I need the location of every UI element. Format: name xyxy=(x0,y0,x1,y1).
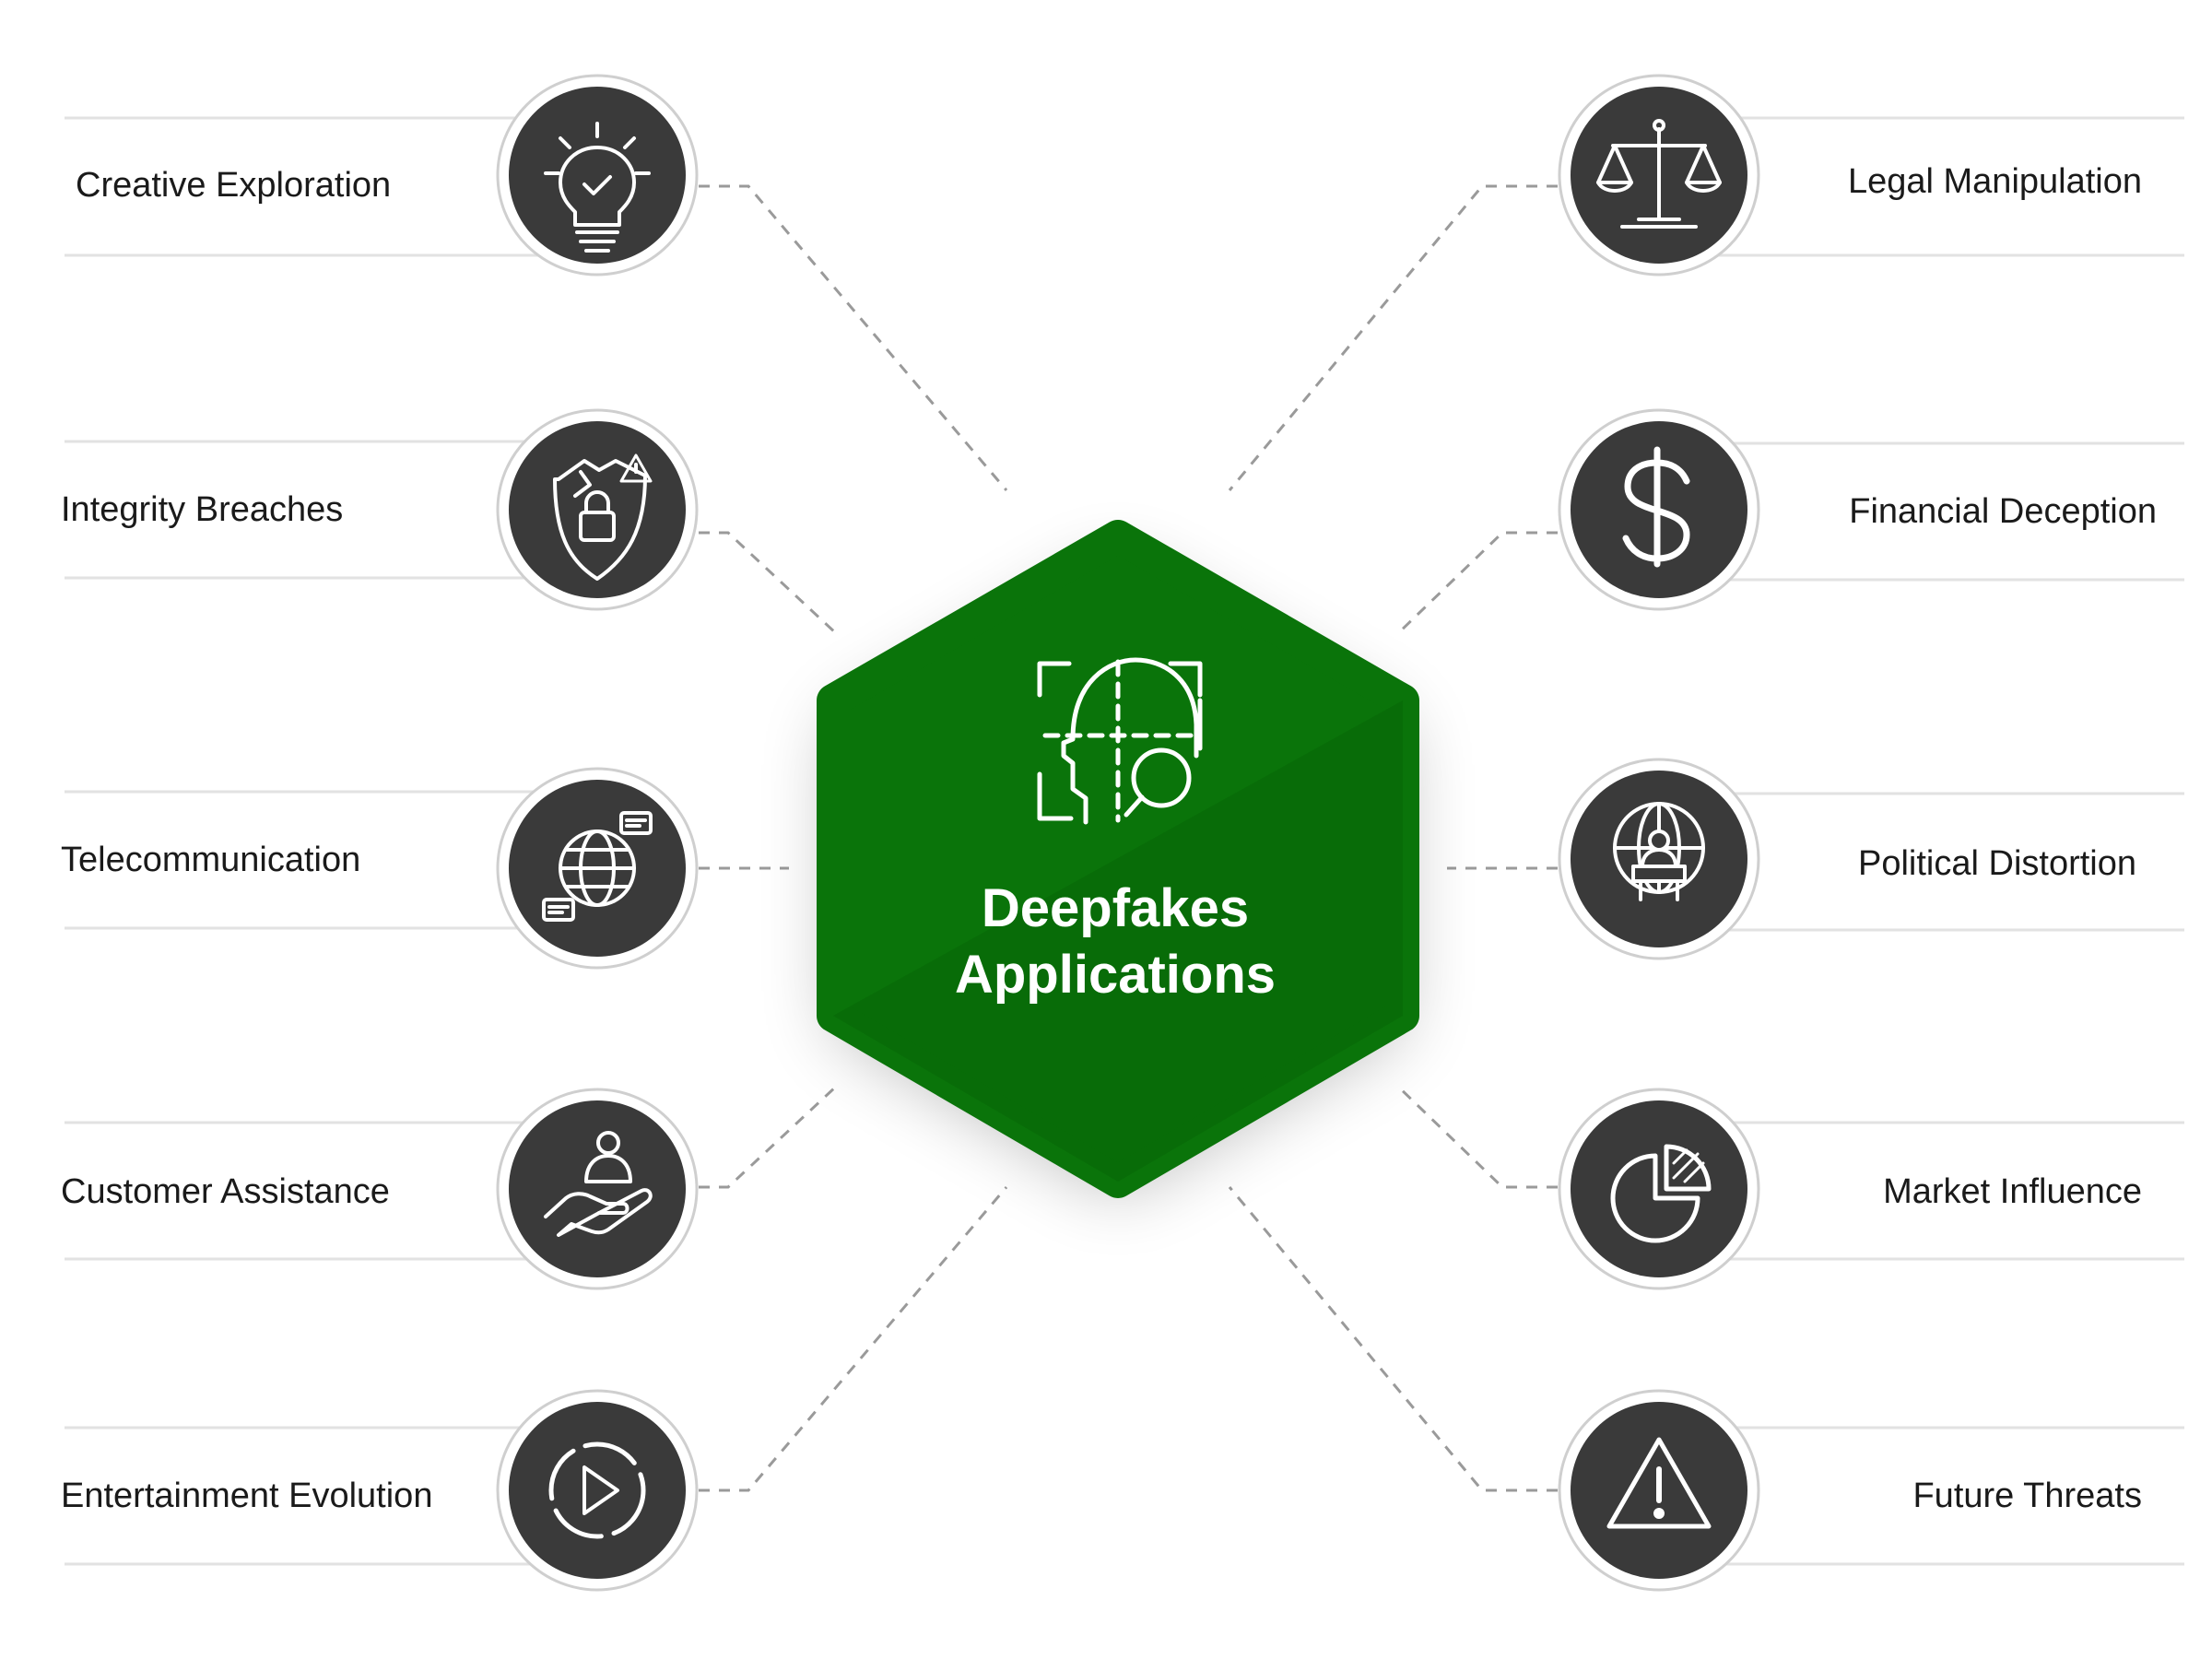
pie-chart-icon xyxy=(1610,1144,1712,1243)
warning-icon xyxy=(1606,1437,1712,1529)
center-title: Deepfakes Applications xyxy=(830,876,1401,1008)
scales-icon xyxy=(1596,119,1722,229)
label-legal-manipulation: Legal Manipulation xyxy=(1847,162,2142,201)
label-creative-exploration: Creative Exploration xyxy=(76,166,392,205)
globe-chat-icon xyxy=(542,811,653,922)
label-market-influence: Market Influence xyxy=(1883,1172,2142,1211)
connector-legal-manipulation xyxy=(1228,184,1558,491)
hand-user-icon xyxy=(544,1131,653,1237)
connector-creative-exploration xyxy=(699,184,1008,491)
play-circle-icon xyxy=(548,1441,646,1539)
broken-shield-lock-icon xyxy=(553,453,653,581)
globe-podium-icon xyxy=(1613,802,1705,901)
center-title-line1: Deepfakes xyxy=(981,878,1250,938)
market-influence-circle xyxy=(1558,1088,1760,1290)
label-entertainment-evolution: Entertainment Evolution xyxy=(61,1477,433,1515)
connector-market-influence xyxy=(1395,1084,1558,1189)
connector-customer-assistance xyxy=(699,1084,839,1189)
label-future-threats: Future Threats xyxy=(1912,1477,2142,1515)
connector-lines xyxy=(699,184,1558,1492)
label-integrity-breaches: Integrity Breaches xyxy=(61,490,344,529)
label-telecommunication: Telecommunication xyxy=(61,841,361,879)
label-political-distortion: Political Distortion xyxy=(1858,844,2136,883)
label-financial-deception: Financial Deception xyxy=(1849,492,2157,531)
connector-entertainment-evolution xyxy=(699,1186,1008,1492)
dollar-icon xyxy=(1622,446,1690,568)
connector-financial-deception xyxy=(1395,531,1558,636)
customer-assistance-circle xyxy=(496,1088,699,1290)
center-hexagon xyxy=(817,520,1419,1198)
connector-future-threats xyxy=(1228,1186,1558,1492)
lightbulb-icon xyxy=(544,122,651,253)
connector-integrity-breaches xyxy=(699,531,839,636)
entertainment-evolution-circle xyxy=(496,1389,699,1592)
center-title-line2: Applications xyxy=(954,945,1277,1005)
face-scan-icon xyxy=(1037,657,1203,825)
creative-exploration-circle xyxy=(496,74,699,276)
label-customer-assistance: Customer Assistance xyxy=(61,1172,390,1211)
